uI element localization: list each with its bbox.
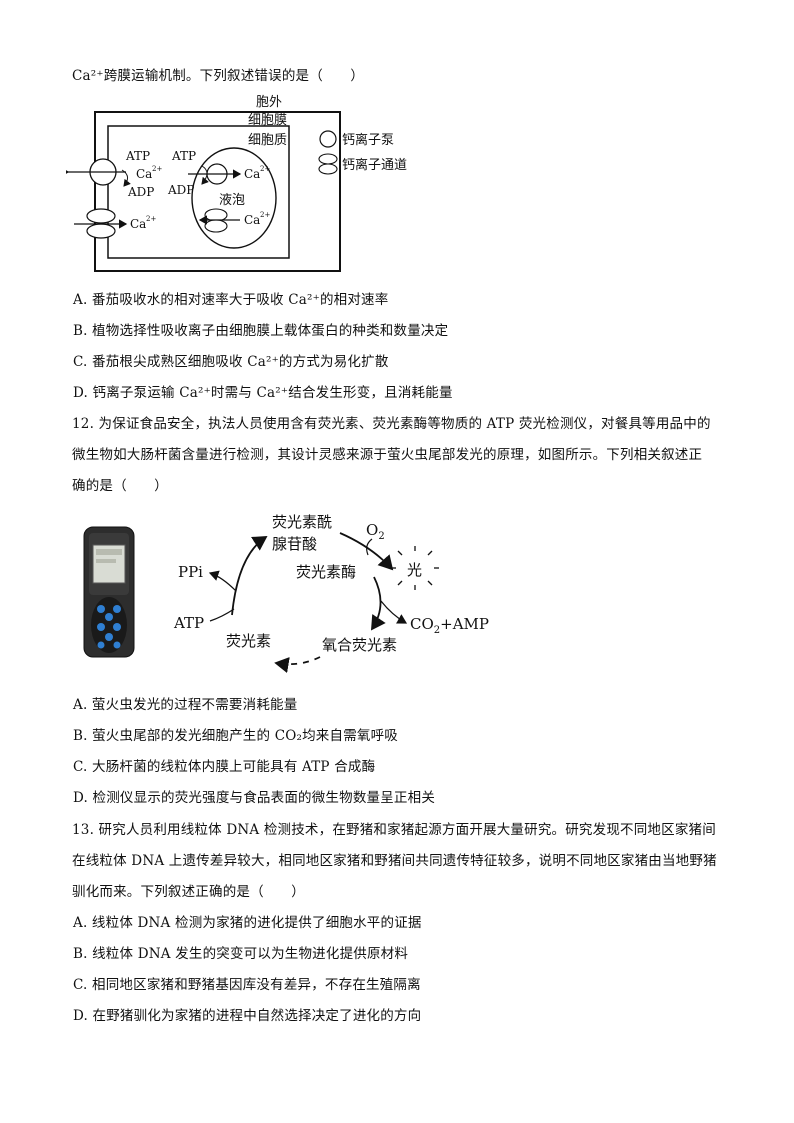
vacuole-ca-charge: 2+	[260, 165, 270, 173]
arrow-co2-release	[380, 600, 408, 624]
device-button-icon-2	[113, 605, 121, 613]
device-button-icon-8	[113, 641, 121, 649]
q12-stem-line-1: 12. 为保证食品安全，执法人员使用含有荧光素、荧光素酶等物质的 ATP 荧光检…	[72, 416, 711, 432]
arrow-to-oxyluciferin	[371, 576, 386, 631]
vacuole-atp: ATP	[171, 149, 196, 163]
q13-stem-line-2: 在线粒体 DNA 上遗传差异较大，相同地区家猪和野猪间共同遗传特征较多，说明不同…	[72, 853, 717, 869]
label-atp: ATP	[173, 614, 204, 632]
vacuole-channel-icon-lower	[204, 219, 228, 233]
channel-ca: Ca	[130, 217, 146, 231]
label-luciferyl-2: 腺苷酸	[272, 535, 317, 553]
q13-stem-line-1: 13. 研究人员利用线粒体 DNA 检测技术，在野猪和家猪起源方面开展大量研究。…	[72, 822, 716, 838]
arrow-atp-input	[209, 608, 235, 622]
membrane-atp-arrow	[121, 169, 131, 187]
legend-channel-icon-lower	[318, 163, 338, 175]
q12-option-b: B. 萤火虫尾部的发光细胞产生的 CO₂均来自需氧呼吸	[73, 728, 399, 744]
label-membrane: 细胞膜	[248, 113, 287, 128]
vacuole-channel-ca: Ca	[244, 213, 260, 227]
label-outside: 胞外	[256, 95, 282, 110]
membrane-channel-icon	[86, 208, 116, 224]
q12-option-a: A. 萤火虫发光的过程不需要消耗能量	[73, 697, 298, 713]
q13-option-c: C. 相同地区家猪和野猪基因库没有差异，不存在生殖隔离	[73, 977, 421, 993]
q12-stem-line-2: 微生物如大肠杆菌含量进行检测，其设计灵感来源于萤火虫尾部发光的原理，如图所示。下…	[72, 447, 703, 463]
label-vacuole: 液泡	[219, 193, 245, 208]
membrane-ca-charge: 2+	[152, 165, 162, 173]
q11-option-c: C. 番茄根尖成熟区细胞吸收 Ca²⁺的方式为易化扩散	[73, 354, 389, 370]
q13-option-d: D. 在野猪驯化为家猪的进程中自然选择决定了进化的方向	[73, 1008, 422, 1024]
atp-detector-device-image	[83, 526, 135, 658]
membrane-inner	[107, 125, 290, 259]
membrane-outer	[94, 111, 341, 272]
device-button-icon-5	[113, 623, 121, 631]
label-enzyme: 荧光素酶	[296, 563, 356, 581]
calcium-transport-diagram: 胞外 细胞膜 细胞质 ATP Ca 2+ ADP Ca 2+ 液泡 ATP AD…	[66, 95, 407, 272]
label-oxyluciferin: 氧合荧光素	[322, 636, 397, 654]
membrane-channel-icon-lower	[86, 223, 116, 239]
q11-option-d: D. 钙离子泵运输 Ca²⁺时需与 Ca²⁺结合发生形变，且消耗能量	[73, 385, 453, 401]
device-button-icon-3	[105, 613, 113, 621]
q12-option-c: C. 大肠杆菌的线粒体内膜上可能具有 ATP 合成酶	[73, 759, 376, 775]
label-ppi: PPi	[178, 563, 203, 581]
membrane-adp: ADP	[127, 185, 154, 199]
device-button-icon-6	[105, 633, 113, 641]
label-cytoplasm: 细胞质	[248, 133, 287, 148]
arrow-o2-input	[366, 538, 373, 556]
q13-option-a: A. 线粒体 DNA 检测为家猪的进化提供了细胞水平的证据	[73, 915, 422, 931]
vacuole-channel-icon	[204, 208, 228, 222]
channel-ca-charge: 2+	[146, 215, 156, 223]
q11-stem: Ca²⁺跨膜运输机制。下列叙述错误的是（ ）	[72, 68, 365, 84]
q12-stem-line-3: 确的是（ ）	[72, 478, 168, 494]
legend-channel-icon	[318, 153, 338, 165]
vacuole-channel-ca-charge: 2+	[260, 211, 270, 219]
vacuole-atp-arrow	[201, 165, 209, 185]
legend-channel: 钙离子通道	[342, 157, 407, 173]
arrow-to-light	[339, 532, 394, 571]
q12-option-d: D. 检测仪显示的荧光强度与食品表面的微生物数量呈正相关	[73, 790, 436, 806]
luciferase-cycle-diagram: 荧光素酰 腺苷酸 O2 荧光素酶 PPi ATP 荧光素 氧合荧光素 CO2+A…	[173, 513, 489, 674]
membrane-atp: ATP	[125, 149, 150, 163]
vacuole-adp: ADP	[167, 183, 194, 197]
q11-option-b: B. 植物选择性吸收离子由细胞膜上载体蛋白的种类和数量决定	[73, 323, 449, 339]
device-button-icon	[97, 605, 105, 613]
arrow-ppi-release	[208, 570, 237, 592]
q13-option-b: B. 线粒体 DNA 发生的突变可以为生物进化提供原材料	[73, 946, 409, 962]
arrow-atp-to-luciferyl	[231, 536, 268, 616]
label-luciferin: 荧光素	[226, 632, 271, 650]
device-button-icon-7	[97, 641, 105, 649]
legend-pump-icon	[319, 130, 337, 148]
device-button-icon-4	[97, 623, 105, 631]
label-co2-amp: CO2+AMP	[410, 615, 489, 636]
label-light: 光	[407, 561, 422, 579]
q13-stem-line-3: 驯化而来。下列叙述正确的是（ ）	[72, 884, 305, 900]
arrow-to-luciferin	[274, 656, 321, 674]
label-luciferyl-1: 荧光素酰	[272, 513, 332, 531]
membrane-ca: Ca	[136, 167, 152, 181]
label-o2: O2	[366, 521, 385, 542]
legend-pump: 钙离子泵	[342, 132, 394, 148]
vacuole-ca: Ca	[244, 167, 260, 181]
q11-option-a: A. 番茄吸收水的相对速率大于吸收 Ca²⁺的相对速率	[73, 292, 389, 308]
light-burst-icon: 光	[391, 546, 439, 590]
